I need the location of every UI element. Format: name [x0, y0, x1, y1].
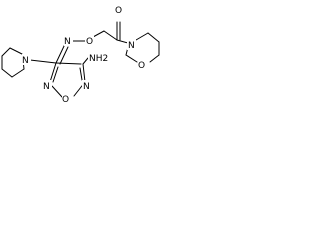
label-oxime-o: O — [86, 37, 93, 47]
label-carbonyl-o: O — [115, 6, 122, 16]
bond-c-n-double — [55, 43, 69, 65]
label-amino: NH2 — [89, 54, 108, 64]
atom-labels: N O O N O N NH2 O N N — [22, 4, 147, 105]
bond-piperidine-to-carbon — [29, 59, 57, 64]
bond-c-nh2 — [82, 57, 89, 65]
bond-o-ch2 — [92, 30, 105, 38]
label-ring-n-left: N — [43, 82, 50, 92]
chemical-structure: N O O N O N NH2 O N N — [1, 4, 160, 105]
bond-carbonyl-to-n — [116, 39, 129, 44]
label-piperidine-n: N — [22, 56, 29, 66]
oxadiazole-ring — [49, 62, 86, 98]
label-ring-n-right: N — [83, 82, 90, 92]
label-ring-o: O — [62, 95, 69, 105]
label-morpholine-o: O — [138, 61, 145, 71]
piperidine-ring — [1, 47, 25, 78]
bond-ch2-carbonyl — [103, 30, 118, 41]
bond-carbonyl-double — [116, 21, 121, 41]
label-amide-n: N — [128, 41, 135, 51]
label-oxime-n: N — [64, 37, 71, 47]
